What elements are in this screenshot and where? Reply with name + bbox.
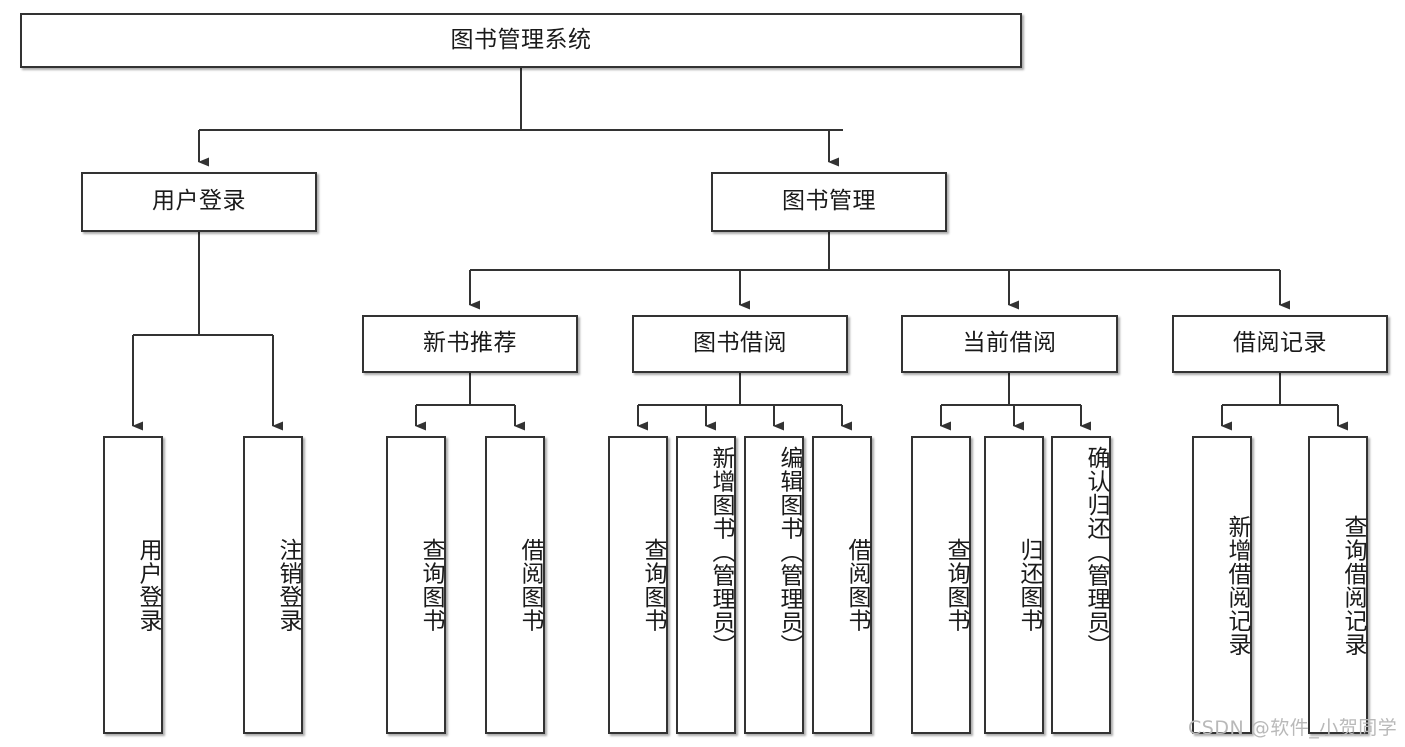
node-book-borrow[interactable]: 图书借阅 <box>632 315 848 373</box>
leaf-query-book-current[interactable]: 查询图书 <box>911 436 971 734</box>
leaf-query-borrow-record[interactable]: 查询借阅记录 <box>1308 436 1368 734</box>
node-user-login[interactable]: 用户登录 <box>81 172 317 232</box>
node-root[interactable]: 图书管理系统 <box>20 13 1022 68</box>
leaf-borrow-book[interactable]: 借阅图书 <box>812 436 872 734</box>
node-current-borrow[interactable]: 当前借阅 <box>901 315 1118 373</box>
leaf-logout-login[interactable]: 注销登录 <box>243 436 303 734</box>
leaf-query-book-newbook[interactable]: 查询图书 <box>386 436 446 734</box>
csdn-watermark: CSDN @软件_小贺同学 <box>1188 717 1398 739</box>
leaf-query-book-borrow[interactable]: 查询图书 <box>608 436 668 734</box>
node-new-book-recommend[interactable]: 新书推荐 <box>362 315 578 373</box>
node-book-management[interactable]: 图书管理 <box>711 172 947 232</box>
leaf-user-login[interactable]: 用户登录 <box>103 436 163 734</box>
node-borrow-record[interactable]: 借阅记录 <box>1172 315 1388 373</box>
leaf-add-borrow-record[interactable]: 新增借阅记录 <box>1192 436 1252 734</box>
leaf-return-book[interactable]: 归还图书 <box>984 436 1044 734</box>
leaf-confirm-return-admin[interactable]: 确认归还（管理员） <box>1051 436 1111 734</box>
leaf-add-book-admin[interactable]: 新增图书（管理员） <box>676 436 736 734</box>
leaf-edit-book-admin[interactable]: 编辑图书（管理员） <box>744 436 804 734</box>
leaf-borrow-book-newbook[interactable]: 借阅图书 <box>485 436 545 734</box>
